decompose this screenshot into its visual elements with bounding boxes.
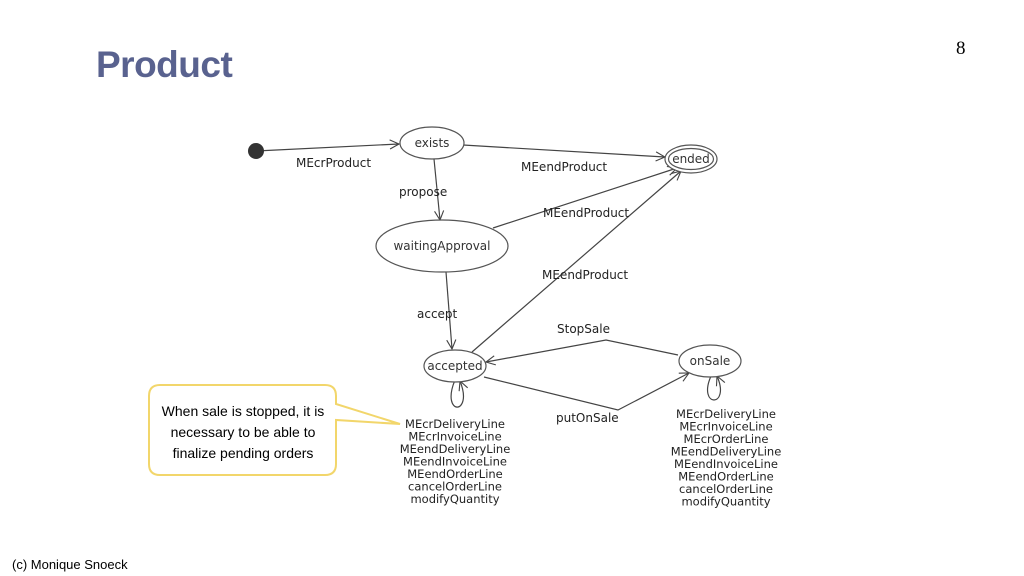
onsale-loop-event: MEcrOrderLine bbox=[684, 432, 769, 446]
onsale-loop-event: MEendDeliveryLine bbox=[671, 445, 782, 459]
accepted-loop-event: MEcrInvoiceLine bbox=[408, 430, 501, 444]
edge-initial-to-exists bbox=[255, 144, 399, 152]
edge-accepted-to-onsale bbox=[483, 373, 689, 411]
state-waitingapproval: waitingApproval bbox=[375, 219, 509, 273]
label-meendproduct-exists: MEendProduct bbox=[521, 160, 607, 174]
initial-state-dot bbox=[248, 143, 264, 159]
onsale-loop-event: MEcrDeliveryLine bbox=[676, 407, 776, 421]
footer-copyright: (c) Monique Snoeck bbox=[12, 557, 128, 572]
state-label-exists: exists bbox=[415, 136, 450, 150]
edge-waitingapproval-to-ended bbox=[492, 168, 677, 229]
edge-exists-to-waitingapproval bbox=[433, 158, 440, 220]
state-exists: exists bbox=[399, 126, 465, 160]
accepted-loop-events: MEcrDeliveryLine MEcrInvoiceLine MEendDe… bbox=[400, 417, 511, 506]
callout-bubble bbox=[148, 384, 401, 476]
accepted-loop-event: modifyQuantity bbox=[410, 492, 499, 506]
state-label-waitingapproval: waitingApproval bbox=[393, 239, 490, 253]
state-label-ended: ended bbox=[672, 152, 710, 166]
onsale-loop-event: MEendOrderLine bbox=[678, 470, 774, 484]
label-putonsale: putOnSale bbox=[556, 411, 619, 425]
accepted-loop-event: MEcrDeliveryLine bbox=[405, 417, 505, 431]
callout-note: When sale is stopped, it is necessary to… bbox=[148, 384, 401, 476]
edge-waitingapproval-to-accepted bbox=[445, 271, 452, 349]
label-meendproduct-accepted: MEendProduct bbox=[542, 268, 628, 282]
state-onsale: onSale bbox=[678, 344, 742, 378]
onsale-loop-event: cancelOrderLine bbox=[679, 482, 773, 496]
onsale-loop-event: MEendInvoiceLine bbox=[674, 457, 778, 471]
callout-line: finalize pending orders bbox=[173, 445, 314, 461]
edge-onsale-self-loop bbox=[706, 376, 721, 401]
callout-line: When sale is stopped, it is bbox=[162, 403, 325, 419]
label-mecrproduct: MEcrProduct bbox=[296, 156, 371, 170]
onsale-loop-events: MEcrDeliveryLine MEcrInvoiceLine MEcrOrd… bbox=[671, 407, 782, 509]
slide-title: Product bbox=[96, 44, 233, 85]
edge-exists-to-ended bbox=[462, 144, 665, 157]
page-number: 8 bbox=[956, 38, 966, 59]
edge-accepted-self-loop bbox=[450, 379, 463, 408]
callout-line: necessary to be able to bbox=[171, 424, 316, 440]
state-label-accepted: accepted bbox=[427, 359, 482, 373]
state-ended: ended bbox=[664, 144, 718, 174]
edge-onsale-to-accepted bbox=[486, 339, 679, 362]
label-meendproduct-waiting: MEendProduct bbox=[543, 206, 629, 220]
label-accept: accept bbox=[417, 307, 458, 321]
state-accepted: accepted bbox=[423, 349, 487, 383]
accepted-loop-event: MEendInvoiceLine bbox=[403, 455, 507, 469]
label-stopsale: StopSale bbox=[557, 322, 610, 336]
onsale-loop-event: modifyQuantity bbox=[681, 495, 770, 509]
transitions bbox=[255, 144, 721, 411]
label-propose: propose bbox=[399, 185, 447, 199]
state-label-onsale: onSale bbox=[690, 354, 731, 368]
accepted-loop-event: MEendDeliveryLine bbox=[400, 442, 511, 456]
edge-accepted-to-ended bbox=[471, 171, 681, 353]
accepted-loop-event: MEendOrderLine bbox=[407, 467, 503, 481]
accepted-loop-event: cancelOrderLine bbox=[408, 480, 502, 494]
onsale-loop-event: MEcrInvoiceLine bbox=[679, 420, 772, 434]
